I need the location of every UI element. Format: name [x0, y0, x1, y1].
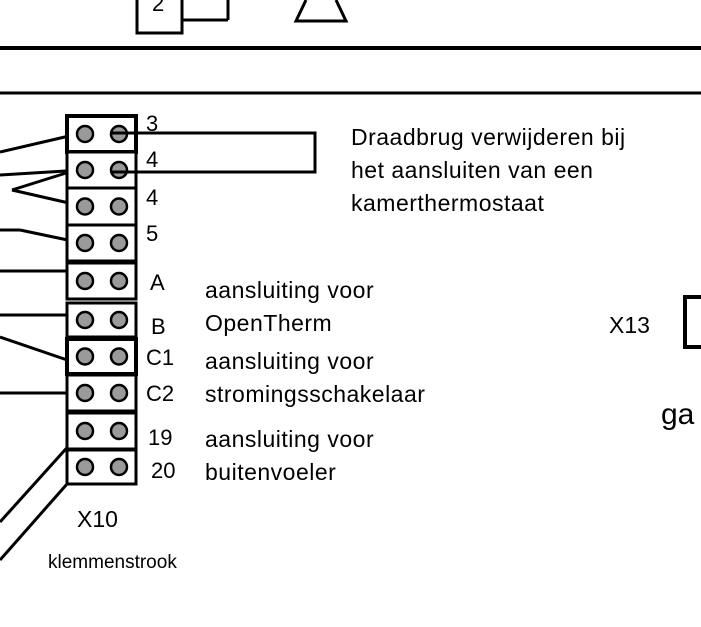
screw-terminal-icon: [75, 160, 95, 180]
screw-terminal-icon: [75, 271, 95, 291]
connector-x13-outline: [683, 295, 701, 349]
screw-terminal-icon: [109, 310, 129, 330]
wire-tC1: [0, 335, 77, 365]
wire-bridge: [112, 131, 317, 174]
bridge-note-line-3: kamerthermostaat: [351, 190, 544, 216]
block-caption: klemmenstrook: [48, 552, 177, 573]
screw-terminal-icon: [75, 197, 95, 216]
terminal-label-3: 3: [146, 111, 158, 136]
top-fragment: [135, 0, 349, 35]
terminal-label-B: B: [151, 314, 166, 339]
screw-terminal-icon: [75, 124, 95, 144]
block-name: X10: [77, 506, 118, 532]
top-marker-box: [135, 0, 184, 35]
connector-x13-label: X13: [609, 312, 650, 338]
screw-terminal-icon: [109, 383, 129, 403]
screw-terminal-icon: [75, 457, 95, 477]
screw-terminal-icon: [109, 233, 129, 253]
notes: Draadbrug verwijderen bij het aansluiten…: [205, 124, 626, 485]
top-marker-label: 2: [152, 0, 164, 16]
terminal-label-5: 5: [146, 221, 158, 246]
ground-triangle-icon: [293, 0, 349, 23]
screw-terminal-icon: [75, 421, 95, 441]
opentherm-note-line-1: aansluiting voor: [205, 277, 374, 303]
screw-terminal-icon: [109, 347, 129, 366]
terminal-label-C2: C2: [146, 381, 174, 406]
bridge-note-line-2: het aansluiten van een: [351, 157, 593, 183]
screw-terminal-icon: [109, 421, 129, 441]
terminal-label-4b: 4: [146, 185, 158, 210]
terminal-label-A: A: [150, 270, 165, 295]
screw-terminal-icon: [109, 197, 129, 216]
flow-note-line-2: stromingsschakelaar: [205, 381, 425, 407]
terminal-labels: 3 4 4 5 A B C1 C2 19 20: [146, 111, 175, 483]
terminal-label-C1: C1: [146, 345, 174, 370]
flow-note-line-1: aansluiting voor: [205, 348, 374, 374]
screw-terminal-icon: [75, 310, 95, 330]
screw-terminal-icon: [109, 160, 129, 180]
terminal-block: [65, 114, 138, 486]
screw-terminal-icon: [109, 271, 129, 291]
screw-terminal-icon: [75, 233, 95, 253]
partial-label: ga: [661, 398, 695, 431]
opentherm-note-line-2: OpenTherm: [205, 310, 332, 336]
terminal-label-4a: 4: [146, 147, 158, 172]
terminal-label-19: 19: [148, 425, 172, 450]
screw-terminal-icon: [109, 457, 129, 477]
incoming-wires: [0, 131, 84, 561]
sensor-note-line-1: aansluiting voor: [205, 426, 374, 452]
bridge-note-line-1: Draadbrug verwijderen bij: [351, 124, 626, 150]
sensor-note-line-2: buitenvoeler: [205, 459, 336, 485]
terminal-label-20: 20: [151, 458, 175, 483]
screw-terminal-icon: [75, 347, 95, 366]
screw-terminal-icon: [75, 383, 95, 403]
